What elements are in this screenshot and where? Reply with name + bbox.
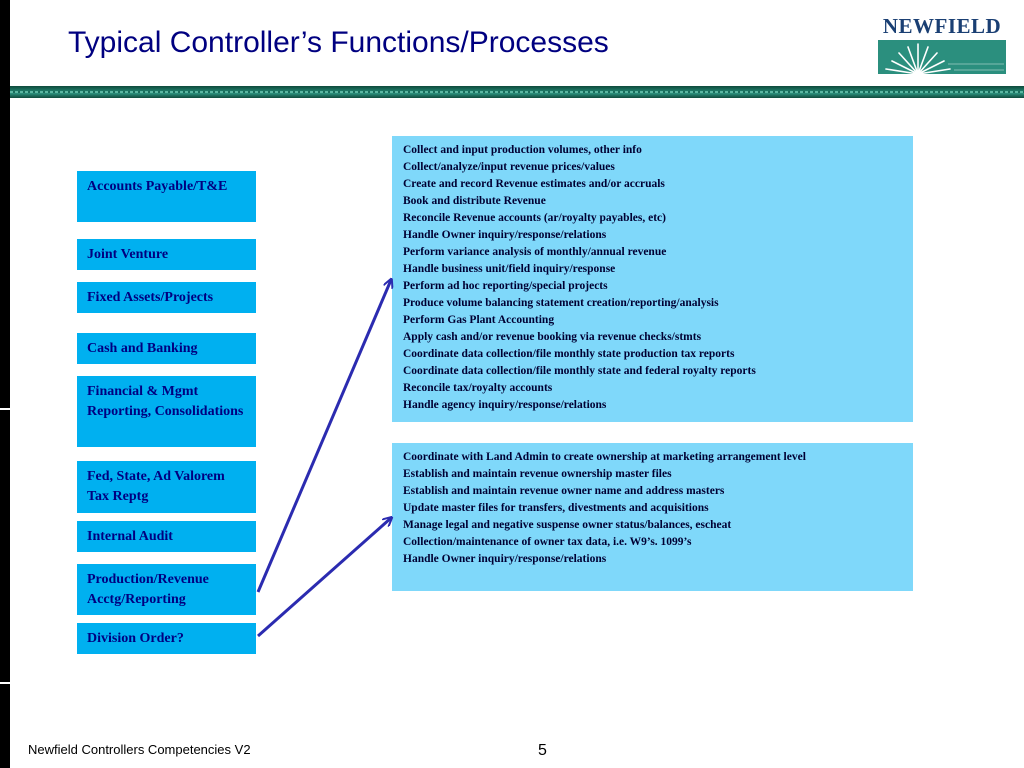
process-item: Create and record Revenue estimates and/… [403,178,665,190]
function-label: Fed, State, Ad Valorem Tax Reptg [87,469,225,504]
process-item: Establish and maintain revenue ownership… [403,468,672,480]
function-division-order: Division Order? [77,623,256,654]
left-rule-tick [0,682,10,684]
function-label: Joint Venture [87,247,169,262]
function-label: Production/Revenue Acctg/Reporting [87,572,209,607]
process-item: Collection/maintenance of owner tax data… [403,536,692,548]
page-number: 5 [538,742,547,759]
process-item: Book and distribute Revenue [403,195,546,207]
process-item: Perform ad hoc reporting/special project… [403,280,608,292]
arrow-to-division-order-processes [257,518,391,638]
process-item: Establish and maintain revenue owner nam… [403,485,725,497]
function-label: Cash and Banking [87,341,198,356]
function-fixed-assets: Fixed Assets/Projects [77,282,256,313]
function-label: Financial & Mgmt Reporting, Consolidatio… [87,384,244,419]
left-rule [0,0,10,768]
sunburst-icon [878,40,1006,74]
process-item: Reconcile Revenue accounts (ar/royalty p… [403,212,666,224]
process-item: Handle agency inquiry/response/relations [403,399,607,411]
function-joint-venture: Joint Venture [77,239,256,270]
division-order-process-box: Coordinate with Land Admin to create own… [392,443,913,591]
function-internal-audit: Internal Audit [77,521,256,552]
process-item: Handle Owner inquiry/response/relations [403,229,607,241]
slide-title: Typical Controller’s Functions/Processes [68,26,609,59]
function-label: Accounts Payable/T&E [87,179,228,194]
process-item: Coordinate data collection/file monthly … [403,348,735,360]
process-item: Perform variance analysis of monthly/ann… [403,246,667,258]
process-item: Perform Gas Plant Accounting [403,314,555,326]
function-tax-reporting: Fed, State, Ad Valorem Tax Reptg [77,461,256,513]
process-item: Reconcile tax/royalty accounts [403,382,553,394]
process-item: Produce volume balancing statement creat… [403,297,719,309]
function-production-revenue: Production/Revenue Acctg/Reporting [77,564,256,615]
process-item: Handle business unit/field inquiry/respo… [403,263,616,275]
process-item: Manage legal and negative suspense owner… [403,519,732,531]
function-accounts-payable: Accounts Payable/T&E [77,171,256,222]
process-item: Update master files for transfers, dives… [403,502,709,514]
function-label: Internal Audit [87,529,173,544]
revenue-process-box: Collect and input production volumes, ot… [392,136,913,422]
function-financial-reporting: Financial & Mgmt Reporting, Consolidatio… [77,376,256,447]
newfield-logo: NEWFIELD [876,14,1008,74]
arrow-to-revenue-processes [256,280,391,593]
process-item: Apply cash and/or revenue booking via re… [403,331,702,343]
process-item: Coordinate with Land Admin to create own… [403,451,806,463]
function-label: Division Order? [87,631,184,646]
function-label: Fixed Assets/Projects [87,290,214,305]
process-item: Handle Owner inquiry/response/relations [403,553,607,565]
left-rule-tick [0,408,10,410]
process-item: Collect and input production volumes, ot… [403,144,642,156]
header-band [10,86,1024,98]
footer-text: Newfield Controllers Competencies V2 [28,742,251,757]
logo-text: NEWFIELD [882,14,1002,38]
function-cash-banking: Cash and Banking [77,333,256,364]
process-item: Collect/analyze/input revenue prices/val… [403,161,615,173]
process-item: Coordinate data collection/file monthly … [403,365,756,377]
